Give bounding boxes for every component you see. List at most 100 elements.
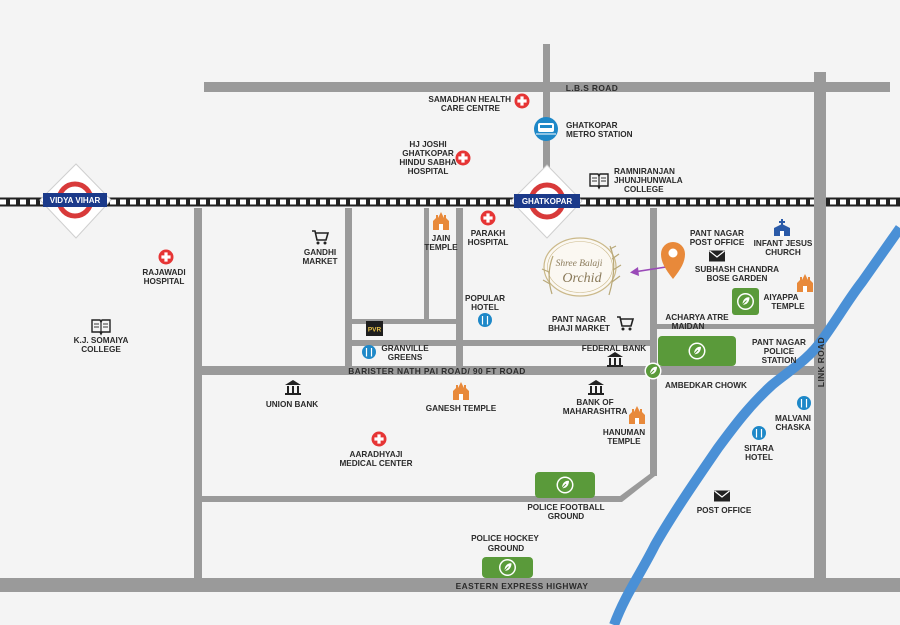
bank-icon bbox=[285, 380, 301, 395]
hj-joshi-label-4: HOSPITAL bbox=[408, 167, 449, 176]
garden-icon bbox=[498, 558, 517, 577]
bank-icon bbox=[607, 352, 623, 367]
aiyappa-label-1: AIYAPPA bbox=[763, 293, 798, 302]
popular-hotel[interactable]: POPULAR HOTEL bbox=[465, 294, 505, 328]
hanuman-temple[interactable]: HANUMAN TEMPLE bbox=[603, 406, 645, 446]
ramniranjan-college[interactable]: RAMNIRANJAN JHUNJHUNWALA COLLEGE bbox=[589, 167, 683, 194]
project-name-1: Shree Balaji bbox=[556, 259, 603, 269]
granville-label-2: GREENS bbox=[388, 353, 423, 362]
police-label-2: POLICE bbox=[764, 347, 795, 356]
aiyappa-temple[interactable]: AIYAPPA TEMPLE bbox=[763, 274, 813, 311]
pant-nagar-bhaji-market[interactable]: PANT NAGAR BHAJI MARKET bbox=[548, 315, 634, 333]
post-office[interactable]: POST OFFICE bbox=[697, 489, 752, 516]
chowk-label: AMBEDKAR CHOWK bbox=[665, 381, 747, 390]
somaiya-label-1: K.J. SOMAIYA bbox=[74, 336, 129, 345]
samadhan-label-2: CARE CENTRE bbox=[441, 104, 501, 113]
jain-temple[interactable]: JAIN TEMPLE bbox=[424, 212, 458, 252]
metro-station[interactable]: GHATKOPAR METRO STATION bbox=[534, 117, 633, 141]
police-label-3: STATION bbox=[762, 356, 797, 365]
parakh-hospital[interactable]: PARAKH HOSPITAL bbox=[468, 210, 509, 248]
project-logo[interactable]: Shree Balaji Orchid bbox=[541, 237, 622, 297]
hospital-icon bbox=[158, 249, 174, 265]
rajawadi-label-2: HOSPITAL bbox=[144, 277, 185, 286]
federal-bank[interactable]: FEDERAL BANK bbox=[582, 344, 647, 367]
football-label-1: POLICE FOOTBALL bbox=[527, 503, 604, 512]
vidya-vihar-station[interactable]: VIDYA VIHAR bbox=[39, 163, 112, 239]
somaiya-label-2: COLLEGE bbox=[81, 345, 121, 354]
hockey-label-2: GROUND bbox=[488, 544, 524, 553]
samadhan-label-1: SAMADHAN HEALTH bbox=[428, 95, 511, 104]
pn-post-label-1: PANT NAGAR bbox=[690, 229, 744, 238]
temple-icon bbox=[797, 274, 813, 292]
granville-greens[interactable]: GRANVILLE GREENS bbox=[361, 344, 429, 362]
restaurant-icon bbox=[796, 395, 812, 411]
temple-icon bbox=[453, 382, 469, 400]
gandhi-label-2: MARKET bbox=[302, 257, 337, 266]
ganesh-temple[interactable]: GANESH TEMPLE bbox=[426, 382, 497, 413]
jain-label-1: JAIN bbox=[432, 234, 451, 243]
federal-label: FEDERAL BANK bbox=[582, 344, 647, 353]
samadhan-hospital[interactable]: SAMADHAN HEALTH CARE CENTRE bbox=[428, 93, 530, 114]
aaradhyaji-medical[interactable]: AARADHYAJI MEDICAL CENTER bbox=[339, 431, 413, 469]
malvani-chaska[interactable]: MALVANI CHASKA bbox=[775, 395, 812, 432]
gandhi-market[interactable]: GANDHI MARKET bbox=[302, 230, 338, 266]
hospital-icon bbox=[480, 210, 496, 226]
restaurant-icon bbox=[361, 344, 377, 360]
parakh-label-1: PARAKH bbox=[471, 229, 506, 238]
subhash-chandra-bose-garden[interactable]: SUBHASH CHANDRA BOSE GARDEN bbox=[695, 265, 779, 315]
restaurant-icon bbox=[751, 425, 767, 441]
hospital-icon bbox=[455, 150, 471, 166]
sitara-hotel[interactable]: SITARA HOTEL bbox=[744, 425, 774, 462]
subhash-label-1: SUBHASH CHANDRA bbox=[695, 265, 779, 274]
aaradhyaji-label-1: AARADHYAJI bbox=[350, 450, 403, 459]
pant-nagar-police-station[interactable]: PANT NAGAR POLICE STATION bbox=[752, 338, 806, 365]
cart-icon bbox=[311, 230, 329, 246]
garden-icon bbox=[736, 292, 755, 311]
bhaji-label-2: BHAJI MARKET bbox=[548, 324, 610, 333]
bhaji-label-1: PANT NAGAR bbox=[552, 315, 606, 324]
aaradhyaji-label-2: MEDICAL CENTER bbox=[339, 459, 412, 468]
sitara-label-1: SITARA bbox=[744, 444, 774, 453]
hj-joshi-hospital[interactable]: HJ JOSHI GHATKOPAR HINDU SABHA HOSPITAL bbox=[399, 140, 471, 176]
police-hockey-ground[interactable]: POLICE HOCKEY GROUND bbox=[471, 534, 539, 578]
hockey-label-1: POLICE HOCKEY bbox=[471, 534, 539, 543]
infant-jesus-church[interactable]: INFANT JESUS CHURCH bbox=[754, 219, 813, 257]
somaiya-college[interactable]: K.J. SOMAIYA COLLEGE bbox=[74, 319, 129, 354]
cart-icon bbox=[616, 316, 634, 332]
pvr-cinema[interactable]: PVR bbox=[366, 321, 383, 336]
malvani-label-2: CHASKA bbox=[775, 423, 810, 432]
church-label-1: INFANT JESUS bbox=[754, 239, 813, 248]
pant-nagar-post-office[interactable]: PANT NAGAR POST OFFICE bbox=[690, 229, 745, 263]
union-bank[interactable]: UNION BANK bbox=[266, 380, 318, 409]
union-label: UNION BANK bbox=[266, 400, 318, 409]
bank-of-maharashtra[interactable]: BANK OF MAHARASHTRA bbox=[563, 380, 628, 416]
parakh-label-2: HOSPITAL bbox=[468, 238, 509, 247]
acharya-atre-maidan[interactable]: ACHARYA ATRE MAIDAN bbox=[658, 313, 736, 366]
ambedkar-chowk[interactable]: AMBEDKAR CHOWK bbox=[644, 362, 747, 391]
cinema-icon bbox=[366, 321, 383, 336]
jain-label-2: TEMPLE bbox=[424, 243, 458, 252]
restaurant-icon bbox=[477, 312, 493, 328]
ganesh-label: GANESH TEMPLE bbox=[426, 404, 497, 413]
vidya-vihar-label: VIDYA VIHAR bbox=[50, 196, 101, 205]
pn-post-label-2: POST OFFICE bbox=[690, 238, 745, 247]
ghatkopar-station[interactable]: GHATKOPAR bbox=[510, 164, 583, 239]
rajawadi-hospital[interactable]: RAJAWADI HOSPITAL bbox=[142, 249, 186, 287]
granville-label-1: GRANVILLE bbox=[381, 344, 429, 353]
ramniranjan-label-1: RAMNIRANJAN bbox=[614, 167, 675, 176]
hanuman-label-2: TEMPLE bbox=[607, 437, 641, 446]
mail-icon bbox=[713, 489, 731, 503]
eastern-highway-label: EASTERN EXPRESS HIGHWAY bbox=[456, 581, 589, 591]
gandhi-label-1: GANDHI bbox=[304, 248, 336, 257]
project-location-marker[interactable] bbox=[630, 242, 685, 279]
link-road-label: LINK ROAD bbox=[816, 337, 826, 387]
police-football-ground[interactable]: POLICE FOOTBALL GROUND bbox=[527, 472, 605, 521]
rajawadi-label-1: RAJAWADI bbox=[142, 268, 185, 277]
sitara-label-2: HOTEL bbox=[745, 453, 773, 462]
temple-icon bbox=[433, 212, 449, 230]
hj-joshi-label-2: GHATKOPAR bbox=[402, 149, 454, 158]
bom-label-1: BANK OF bbox=[576, 398, 613, 407]
garden-icon bbox=[556, 476, 574, 494]
church-label-2: CHURCH bbox=[765, 248, 801, 257]
